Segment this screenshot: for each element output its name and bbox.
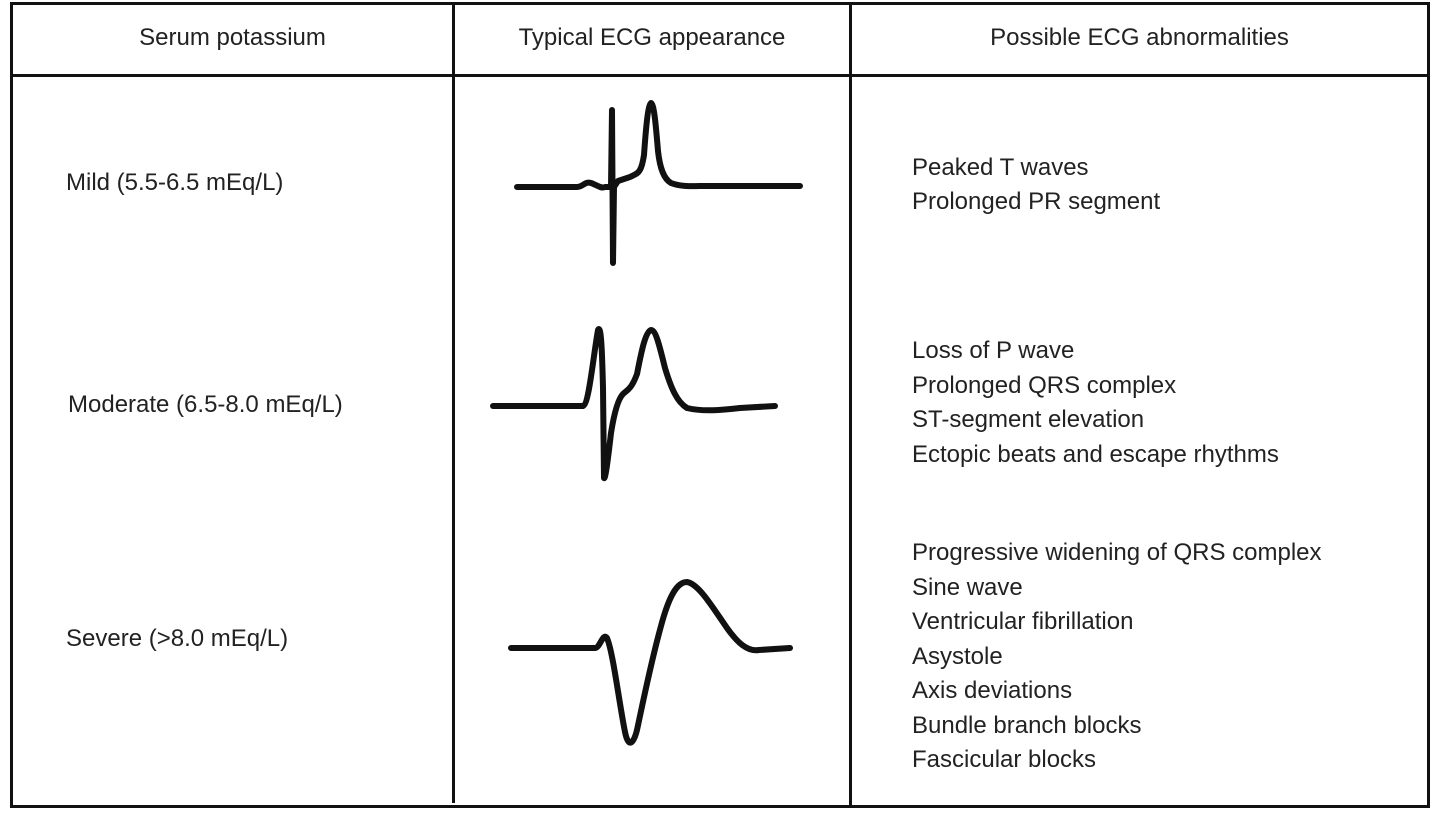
header-divider: [10, 74, 1430, 77]
list-item: Asystole: [912, 642, 1003, 670]
row-severe-level: Severe (>8.0 mEq/L): [66, 625, 289, 652]
header-serum-potassium: Serum potassium: [139, 24, 326, 51]
column-divider-1: [452, 2, 455, 803]
list-item: Prolonged PR segment: [912, 188, 1161, 215]
list-item: Axis deviations: [912, 677, 1073, 704]
row-moderate-level: Moderate (6.5-8.0 mEq/L): [68, 391, 343, 418]
row-mild-abnormalities: Peaked T waves Prolonged PR segment: [912, 151, 1160, 219]
list-item: Ectopic beats and escape rhythms: [912, 440, 1279, 468]
hyperkalemia-ecg-table: [10, 2, 1430, 808]
list-item: Ventricular fibrillation: [912, 608, 1134, 635]
list-item: Progressive widening of QRS complex: [912, 539, 1322, 566]
column-divider-2: [849, 2, 852, 808]
mild-ecg-trace-icon: [514, 100, 803, 266]
row-mild-level: Mild (5.5-6.5 mEq/L): [66, 169, 284, 196]
list-item: Sine wave: [912, 573, 1023, 601]
list-item: Fascicular blocks: [912, 746, 1097, 773]
header-ecg-appearance: Typical ECG appearance: [518, 24, 786, 51]
list-item: Bundle branch blocks: [912, 711, 1142, 739]
list-item: ST-segment elevation: [912, 406, 1145, 433]
header-ecg-abnormalities: Possible ECG abnormalities: [990, 24, 1289, 51]
severe-ecg-trace-icon: [508, 579, 793, 746]
list-item: Prolonged QRS complex: [912, 371, 1177, 399]
list-item: Peaked T waves: [912, 154, 1089, 181]
list-item: Loss of P wave: [912, 337, 1075, 364]
row-severe-abnormalities: Progressive widening of QRS complex Sine…: [912, 536, 1322, 778]
row-moderate-abnormalities: Loss of P wave Prolonged QRS complex ST-…: [912, 334, 1279, 472]
moderate-ecg-trace-icon: [490, 326, 778, 482]
